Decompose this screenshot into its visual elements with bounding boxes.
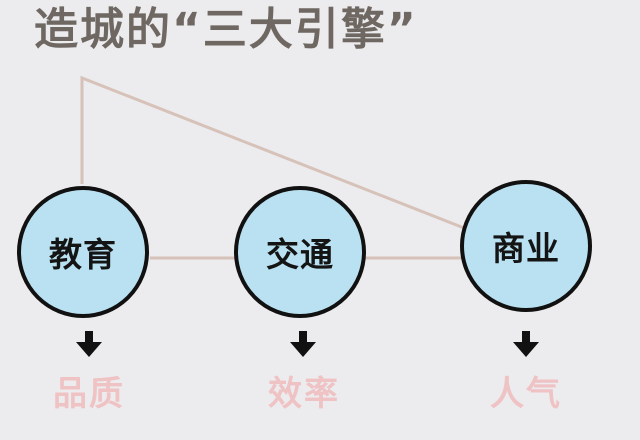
arrow-down-icon (513, 331, 539, 357)
engine-node-transport: 交通 (234, 186, 366, 318)
top-connector-line (80, 75, 465, 230)
result-label-efficiency: 效率 (268, 374, 340, 414)
engine-label-transport: 交通 (266, 235, 334, 274)
result-label-quality: 品质 (53, 374, 125, 414)
page-title: 造城的“三大引擎” (34, 4, 418, 55)
engine-node-education: 教育 (17, 186, 149, 318)
engine-label-commerce: 商业 (492, 229, 560, 268)
arrow-down-icon (290, 331, 316, 357)
result-label-popularity: 人气 (490, 374, 562, 414)
arrow-down-icon (76, 331, 102, 357)
engine-label-education: 教育 (49, 235, 117, 274)
engine-node-commerce: 商业 (460, 180, 592, 312)
